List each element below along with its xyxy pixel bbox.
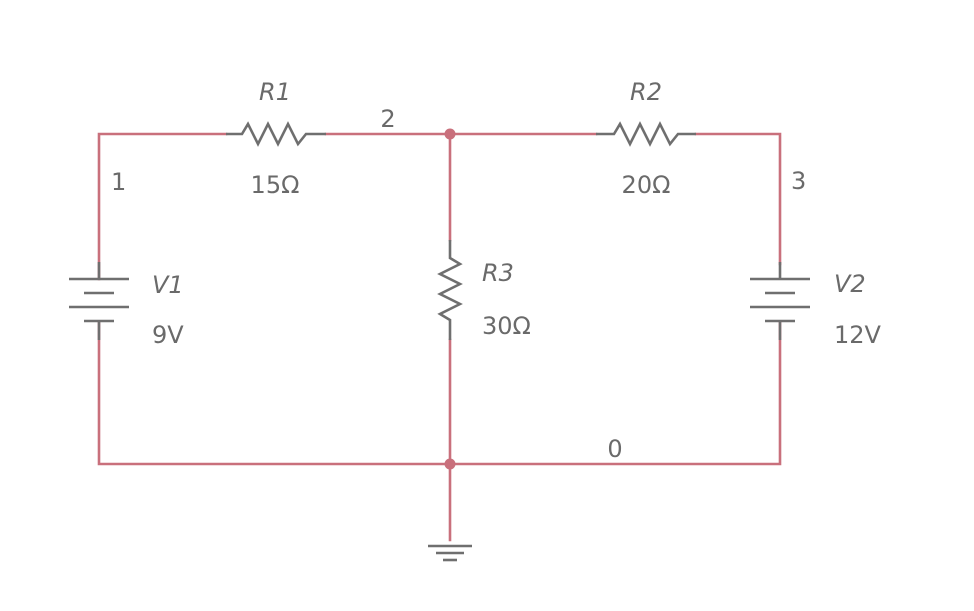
r3-value-label: 30Ω (482, 312, 531, 340)
junction-node-0 (444, 458, 456, 470)
resistor-icon (596, 121, 696, 147)
node-label-0: 0 (607, 435, 622, 463)
node-label-1: 1 (111, 168, 126, 196)
resistor-icon (437, 240, 463, 340)
resistor-r1 (226, 121, 326, 147)
node-label-3: 3 (791, 167, 806, 195)
resistor-r3 (437, 240, 463, 340)
r3-name-label: R3 (482, 259, 514, 287)
wires (97, 132, 782, 542)
battery-v1 (69, 262, 129, 340)
r2-value-label: 20Ω (622, 171, 671, 199)
v1-value-label: 9V (152, 321, 184, 349)
wire-r2-to-v2-top (694, 132, 782, 266)
resistor-r2 (596, 121, 696, 147)
v1-name-label: V1 (152, 271, 184, 299)
v2-value-label: 12V (834, 321, 882, 349)
ground-icon (428, 544, 472, 562)
resistor-icon (226, 121, 326, 147)
r1-name-label: R1 (259, 78, 291, 106)
wire-v1-bottom (97, 321, 452, 466)
wire-v2-bottom (448, 321, 782, 466)
junction-node-2 (444, 128, 456, 140)
r1-value-label: 15Ω (251, 171, 300, 199)
node-label-2: 2 (380, 105, 395, 133)
battery-v2 (750, 262, 810, 340)
wire-v1-top-to-r1 (97, 132, 228, 281)
v2-name-label: V2 (834, 270, 866, 298)
r2-name-label: R2 (630, 78, 662, 106)
